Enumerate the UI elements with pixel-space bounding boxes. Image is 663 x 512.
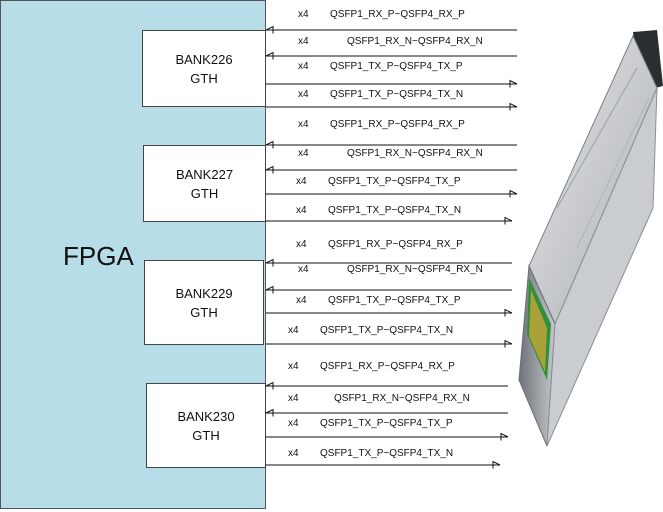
signal-count: x4 (296, 239, 307, 250)
arrowhead-icon (265, 25, 274, 34)
signal-count: x4 (298, 36, 309, 47)
signal-7: x4 QSFP1_TX_P~QSFP4_TX_N (266, 205, 513, 225)
arrowhead-icon (492, 460, 501, 469)
signal-label: QSFP1_TX_P~QSFP4_TX_P (320, 418, 453, 429)
signal-4: x4 QSFP1_RX_P~QSFP4_RX_P (265, 119, 517, 149)
signal-2: x4 QSFP1_TX_P~QSFP4_TX_P (266, 61, 518, 88)
signal-label: QSFP1_TX_P~QSFP4_TX_N (330, 89, 463, 100)
fpga-label: FPGA (63, 241, 134, 271)
signal-label: QSFP1_RX_N~QSFP4_RX_N (347, 148, 483, 159)
signal-1: x4 QSFP1_RX_N~QSFP4_RX_N (265, 36, 517, 60)
arrowhead-icon (504, 216, 513, 225)
signal-15: x4 QSFP1_TX_P~QSFP4_TX_N (266, 448, 501, 469)
bank-name: BANK227 (175, 166, 234, 182)
arrowhead-icon (265, 51, 274, 60)
signal-label: QSFP1_RX_P~QSFP4_RX_P (330, 9, 465, 20)
signal-count: x4 (288, 325, 299, 336)
signal-count: x4 (298, 9, 309, 20)
signal-label: QSFP1_TX_P~QSFP4_TX_P (330, 61, 463, 72)
arrowhead-icon (509, 189, 518, 198)
signal-label: QSFP1_TX_P~QSFP4_TX_P (328, 295, 461, 306)
bank-name: BANK230 (177, 408, 235, 424)
signal-count: x4 (296, 176, 307, 187)
signal-6: x4 QSFP1_TX_P~QSFP4_TX_P (266, 176, 518, 198)
signal-label: QSFP1_RX_P~QSFP4_RX_P (320, 361, 455, 372)
bank-226: BANK226 GTH (142, 30, 266, 107)
signal-count: x4 (288, 361, 299, 372)
signal-9: x4 QSFP1_RX_N~QSFP4_RX_N (265, 264, 512, 294)
arrowhead-icon (504, 339, 513, 348)
bank-229: BANK229 GTH (144, 260, 264, 345)
signal-label: QSFP1_TX_P~QSFP4_TX_P (328, 176, 461, 187)
signal-label: QSFP1_RX_N~QSFP4_RX_N (347, 36, 483, 47)
arrowhead-icon (265, 165, 274, 174)
arrowhead-icon (500, 432, 509, 441)
signal-3: x4 QSFP1_TX_P~QSFP4_TX_N (266, 89, 518, 111)
signal-label: QSFP1_TX_P~QSFP4_TX_N (320, 448, 453, 459)
signal-5: x4 QSFP1_RX_N~QSFP4_RX_N (265, 148, 517, 174)
bank-230: BANK230 GTH (146, 383, 266, 468)
qsfp-transceiver-module-icon (518, 30, 663, 447)
arrowhead-icon (265, 285, 274, 294)
arrowhead-icon (265, 408, 274, 417)
signal-8: x4 QSFP1_RX_P~QSFP4_RX_P (265, 239, 512, 267)
signal-label: QSFP1_RX_N~QSFP4_RX_N (334, 393, 470, 404)
bank-name: BANK229 (175, 285, 233, 301)
signal-label: QSFP1_RX_P~QSFP4_RX_P (328, 239, 463, 250)
signal-count: x4 (288, 418, 299, 429)
signal-label: QSFP1_TX_P~QSFP4_TX_N (328, 205, 461, 216)
signal-count: x4 (288, 393, 299, 404)
arrowhead-icon (504, 308, 513, 317)
arrowhead-icon (509, 79, 518, 88)
signal-count: x4 (298, 119, 309, 130)
signal-13: x4 QSFP1_RX_N~QSFP4_RX_N (265, 393, 508, 417)
signal-count: x4 (298, 61, 309, 72)
signal-11: x4 QSFP1_TX_P~QSFP4_TX_N (266, 325, 513, 348)
signal-10: x4 QSFP1_TX_P~QSFP4_TX_P (266, 295, 513, 317)
signal-count: x4 (296, 205, 307, 216)
signal-14: x4 QSFP1_TX_P~QSFP4_TX_P (266, 418, 509, 441)
bank-type: GTH (190, 70, 218, 86)
signal-count: x4 (288, 448, 299, 459)
bank-name: BANK226 (175, 51, 233, 67)
signal-label: QSFP1_RX_P~QSFP4_RX_P (330, 119, 465, 130)
signal-count: x4 (296, 295, 307, 306)
signal-count: x4 (298, 89, 309, 100)
signal-count: x4 (298, 264, 309, 275)
bank-type: GTH (192, 427, 220, 443)
signal-12: x4 QSFP1_RX_P~QSFP4_RX_P (265, 361, 508, 390)
signal-0: x4 QSFP1_RX_P~QSFP4_RX_P (265, 9, 517, 34)
arrowhead-icon (509, 102, 518, 111)
signal-count: x4 (298, 148, 309, 159)
signal-label: QSFP1_RX_N~QSFP4_RX_N (347, 264, 483, 275)
signal-label: QSFP1_TX_P~QSFP4_TX_N (320, 325, 453, 336)
arrowhead-icon (265, 140, 274, 149)
bank-type: GTH (190, 304, 218, 320)
bank-227: BANK227 GTH (143, 145, 266, 222)
arrowhead-icon (265, 258, 274, 267)
bank-type: GTH (190, 185, 219, 201)
arrowhead-icon (265, 381, 274, 390)
